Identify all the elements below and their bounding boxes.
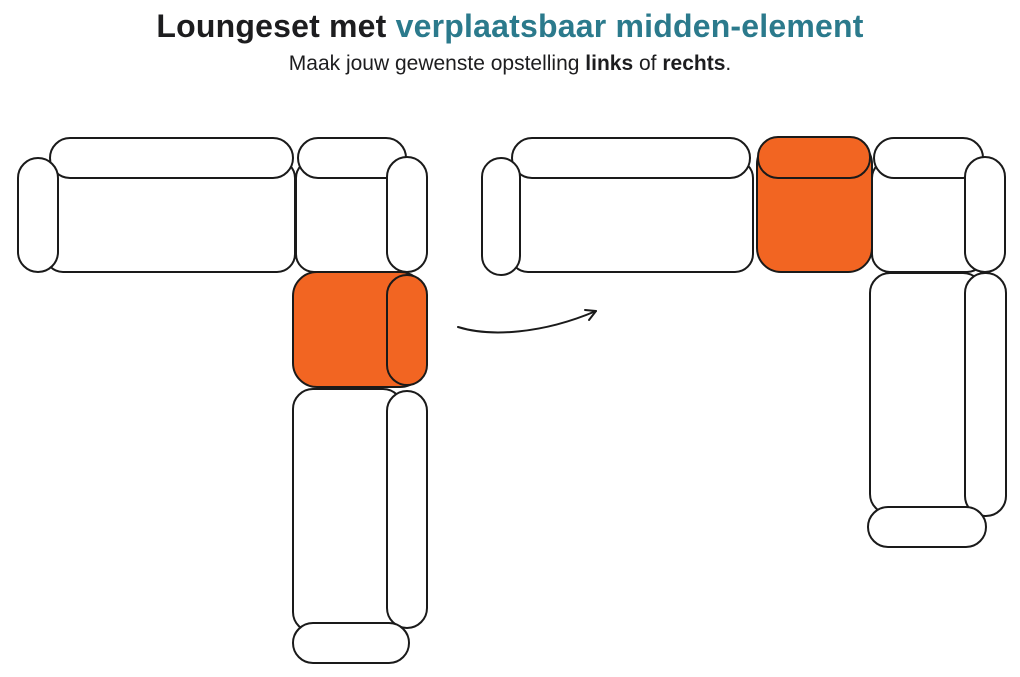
middle-element-backrest xyxy=(757,136,871,179)
sofa-backrest xyxy=(386,390,428,629)
sofa-backrest xyxy=(964,272,1007,517)
subtitle-of: of xyxy=(638,52,657,75)
page-subtitle: Maak jouw gewenste opstelling links of r… xyxy=(0,52,1020,76)
subtitle-period: . xyxy=(725,52,732,75)
loungeset-left-configuration xyxy=(17,137,428,664)
sofa-armrest-left xyxy=(481,157,521,276)
title-part-black: Loungeset met xyxy=(156,8,387,44)
sofa-backrest xyxy=(511,137,751,179)
middle-element-armrest xyxy=(386,274,428,386)
title-part-teal: verplaatsbaar midden-element xyxy=(395,8,864,44)
loungeset-right-configuration xyxy=(481,136,1007,548)
page-title: Loungeset met verplaatsbaar midden-eleme… xyxy=(0,8,1020,45)
sofa-backrest xyxy=(49,137,294,179)
sofa-armrest-right xyxy=(386,156,428,273)
sofa-armrest-bottom xyxy=(292,622,410,664)
sofa-armrest-right xyxy=(964,156,1006,273)
page-header: Loungeset met verplaatsbaar midden-eleme… xyxy=(0,0,1020,76)
sofa-armrest-left xyxy=(17,157,59,273)
curved-arrow-icon xyxy=(457,309,597,334)
subtitle-rechts-bold: rechts xyxy=(662,52,726,75)
subtitle-links-bold: links xyxy=(585,52,634,75)
sofa-armrest-bottom xyxy=(867,506,987,548)
subtitle-text: Maak jouw gewenste opstelling xyxy=(288,52,580,75)
